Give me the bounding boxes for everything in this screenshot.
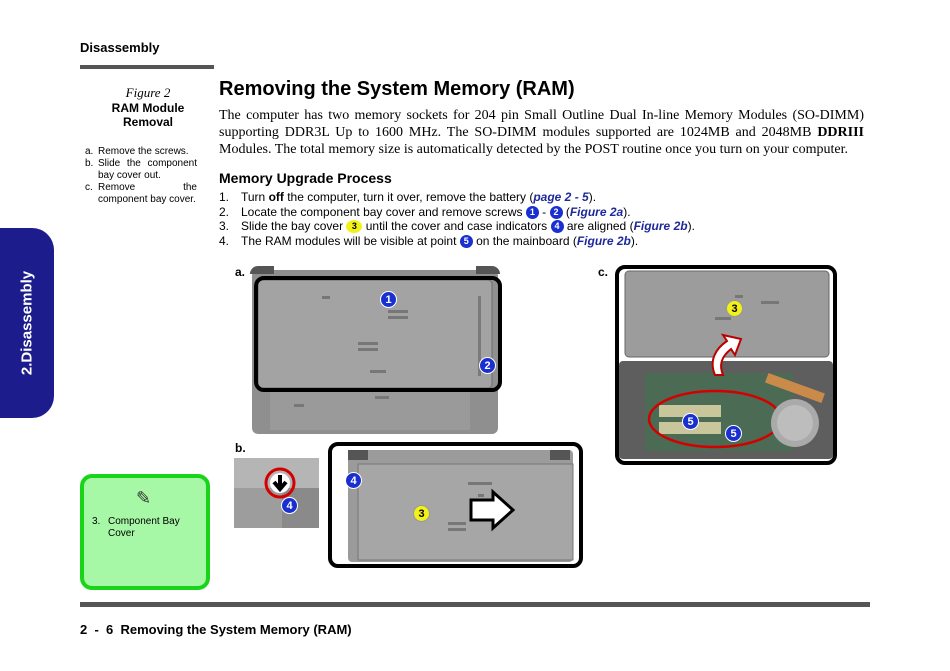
note-box: ✎ 3.Component Bay Cover <box>80 474 210 590</box>
bay-cover-slide-image <box>328 442 583 568</box>
step-badge: 2 <box>549 205 563 219</box>
marker-4-zoom: 4 <box>281 497 298 514</box>
figure-number: Figure 2 <box>125 85 171 100</box>
intro-paragraph: The computer has two memory sockets for … <box>219 108 864 157</box>
figure-link[interactable]: Figure 2b <box>633 219 688 233</box>
marker-3: 3 <box>726 300 743 317</box>
ram-bay-open-image <box>615 265 837 465</box>
page-link[interactable]: page 2 - 5 <box>533 190 589 204</box>
figure-c-photo <box>615 265 837 465</box>
pen-icon: ✎ <box>136 488 152 508</box>
chapter-tab-label: 2.Disassembly <box>18 270 36 376</box>
figure-step: c.Remove the component bay cover. <box>85 182 197 205</box>
indicator-zoom-image <box>234 458 319 528</box>
page-title: Removing the System Memory (RAM) <box>219 78 575 100</box>
chapter-tab[interactable]: 2.Disassembly <box>0 228 54 418</box>
figure-c-label: c. <box>598 265 609 279</box>
figure-b-label: b. <box>235 441 246 455</box>
figure-b-photo <box>328 442 583 568</box>
marker-3: 3 <box>413 505 430 522</box>
figure-c-highlight <box>615 265 837 465</box>
laptop-bottom-image <box>250 266 500 436</box>
note-text: 3.Component Bay Cover <box>92 516 180 539</box>
figure-link[interactable]: Figure 2b <box>576 233 631 248</box>
step-badge: 1 <box>525 205 539 219</box>
marker-1: 1 <box>380 291 397 308</box>
step-badge: 4 <box>550 220 564 234</box>
footer-rule <box>80 602 870 607</box>
marker-4: 4 <box>345 472 362 489</box>
figure-steps: a.Remove the screws. b.Slide the compone… <box>85 146 197 206</box>
step-item: 2.Locate the component bay cover and rem… <box>219 204 631 219</box>
figure-title-line2: Removal <box>122 115 174 129</box>
figure-link[interactable]: Figure 2a <box>569 204 624 219</box>
upgrade-steps: 1.Turn off the computer, turn it over, r… <box>219 190 864 248</box>
figure-b-highlight <box>328 442 583 568</box>
figure-step: b.Slide the component bay cover out. <box>85 158 197 181</box>
page-footer: 2 - 6 Removing the System Memory (RAM) <box>80 622 352 637</box>
marker-5: 5 <box>682 413 699 430</box>
step-badge: 5 <box>459 234 473 248</box>
figure-caption: Figure 2 RAM Module Removal <box>82 85 214 129</box>
step-badge: 3 <box>346 220 363 234</box>
step-item: 4.The RAM modules will be visible at poi… <box>219 233 639 248</box>
figure-title-line1: RAM Module <box>111 101 185 115</box>
marker-5: 5 <box>725 425 742 442</box>
subheading: Memory Upgrade Process <box>219 170 392 186</box>
step-item: 1.Turn off the computer, turn it over, r… <box>219 190 597 204</box>
figure-a-highlight <box>254 276 502 392</box>
figure-step: a.Remove the screws. <box>85 146 189 157</box>
section-header: Disassembly <box>80 40 160 55</box>
marker-2: 2 <box>479 357 496 374</box>
figure-b-zoom-photo <box>234 458 319 528</box>
header-rule <box>80 65 214 69</box>
step-item: 3.Slide the bay cover 3 until the cover … <box>219 219 695 234</box>
figure-a-label: a. <box>235 265 246 279</box>
figure-a-photo <box>250 266 500 436</box>
